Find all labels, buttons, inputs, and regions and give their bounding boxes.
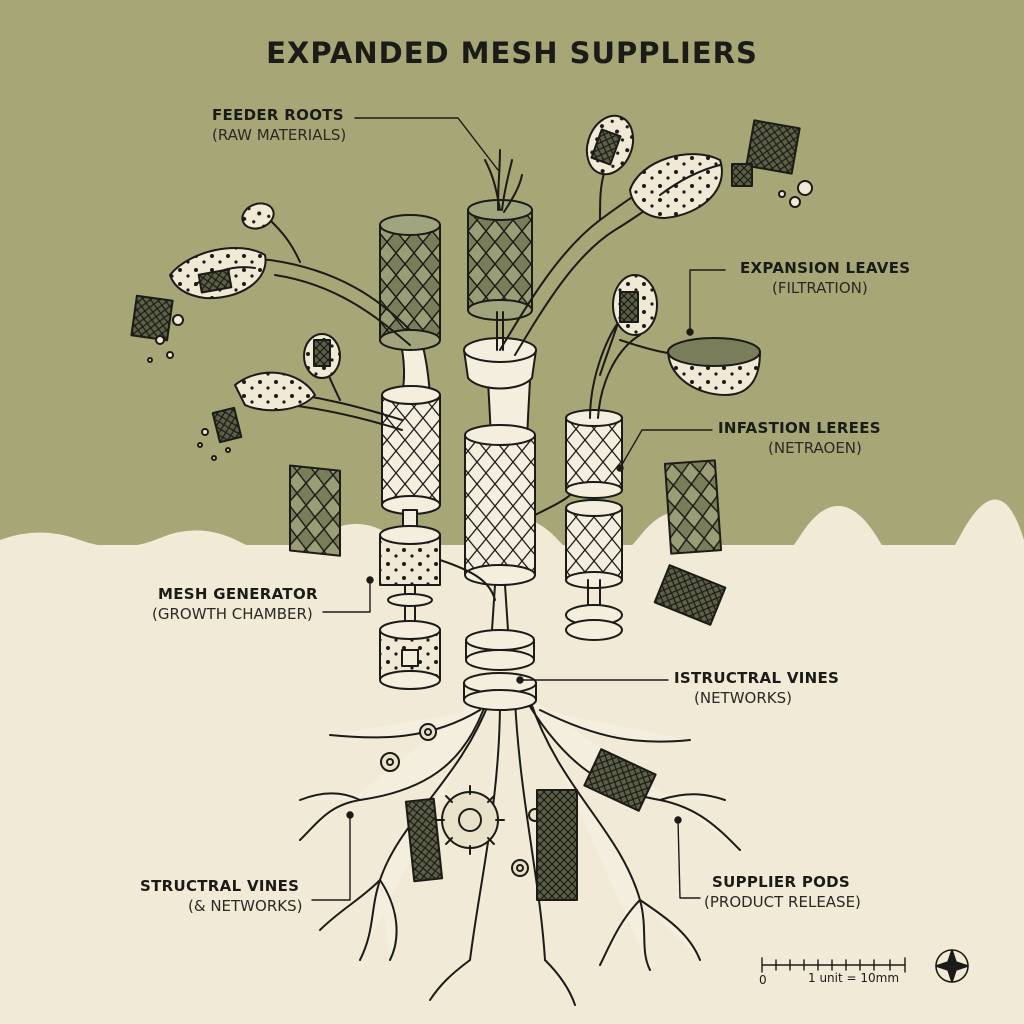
root-mesh-panel (404, 797, 444, 883)
central-stem (463, 149, 537, 711)
scale-zero-label: 0 (759, 973, 767, 987)
leaf-pod (241, 202, 275, 230)
leaf-pod (629, 153, 723, 219)
label-sub: (& NETWORKS) (188, 897, 303, 915)
ground-band (0, 499, 1024, 1024)
diagram-title: EXPANDED MESH SUPPLIERS (266, 36, 758, 70)
label-mesh-generator: MESH GENERATOR (GROWTH CHAMBER) (152, 584, 318, 624)
label-heading: ISTRUCTRAL VINES (674, 669, 840, 687)
compass-rose-icon (935, 949, 969, 983)
expansion-leaves (169, 114, 761, 412)
label-sub: (RAW MATERIALS) (212, 126, 347, 144)
leader-lines (311, 117, 726, 901)
label-sub: (NETWORKS) (694, 689, 792, 707)
gear-icon (380, 723, 542, 877)
leaf-pod (234, 371, 316, 412)
label-supplier-pods: SUPPLIER PODS (PRODUCT RELEASE) (704, 872, 861, 912)
root-mesh-panel (536, 789, 578, 901)
label-istructral-vines: ISTRUCTRAL VINES (NETWORKS) (674, 668, 839, 708)
label-heading: EXPANSION LEAVES (740, 259, 911, 277)
root-mesh-panel (583, 748, 657, 812)
label-heading: FEEDER ROOTS (212, 106, 344, 124)
root-system (299, 689, 741, 1006)
label-sub: (FILTRATION) (772, 279, 868, 297)
label-sub: (NETRAOEN) (768, 439, 862, 457)
central-mesh-cylinder (464, 434, 536, 576)
label-heading: SUPPLIER PODS (712, 873, 851, 891)
label-expansion-leaves: EXPANSION LEAVES (FILTRATION) (740, 258, 910, 298)
left-stem (379, 214, 441, 690)
particles (147, 180, 813, 461)
scale-bar (761, 957, 906, 973)
label-structral-vines: STRUCTRAL VINES (& NETWORKS) (140, 876, 302, 916)
label-sub: (GROWTH CHAMBER) (152, 605, 313, 623)
scale-unit-label: 1 unit = 10mm (808, 971, 900, 985)
label-heading: MESH GENERATOR (158, 585, 318, 603)
label-heading: INFASTION LEREES (718, 419, 881, 437)
floating-mesh-panels (130, 119, 801, 626)
label-feeder-roots: FEEDER ROOTS (RAW MATERIALS) (212, 105, 346, 145)
right-stem (565, 319, 641, 641)
label-sub: (PRODUCT RELEASE) (704, 893, 861, 911)
label-heading: STRUCTRAL VINES (140, 877, 300, 895)
label-infastion-lerees: INFASTION LEREES (NETRAOEN) (718, 418, 881, 458)
